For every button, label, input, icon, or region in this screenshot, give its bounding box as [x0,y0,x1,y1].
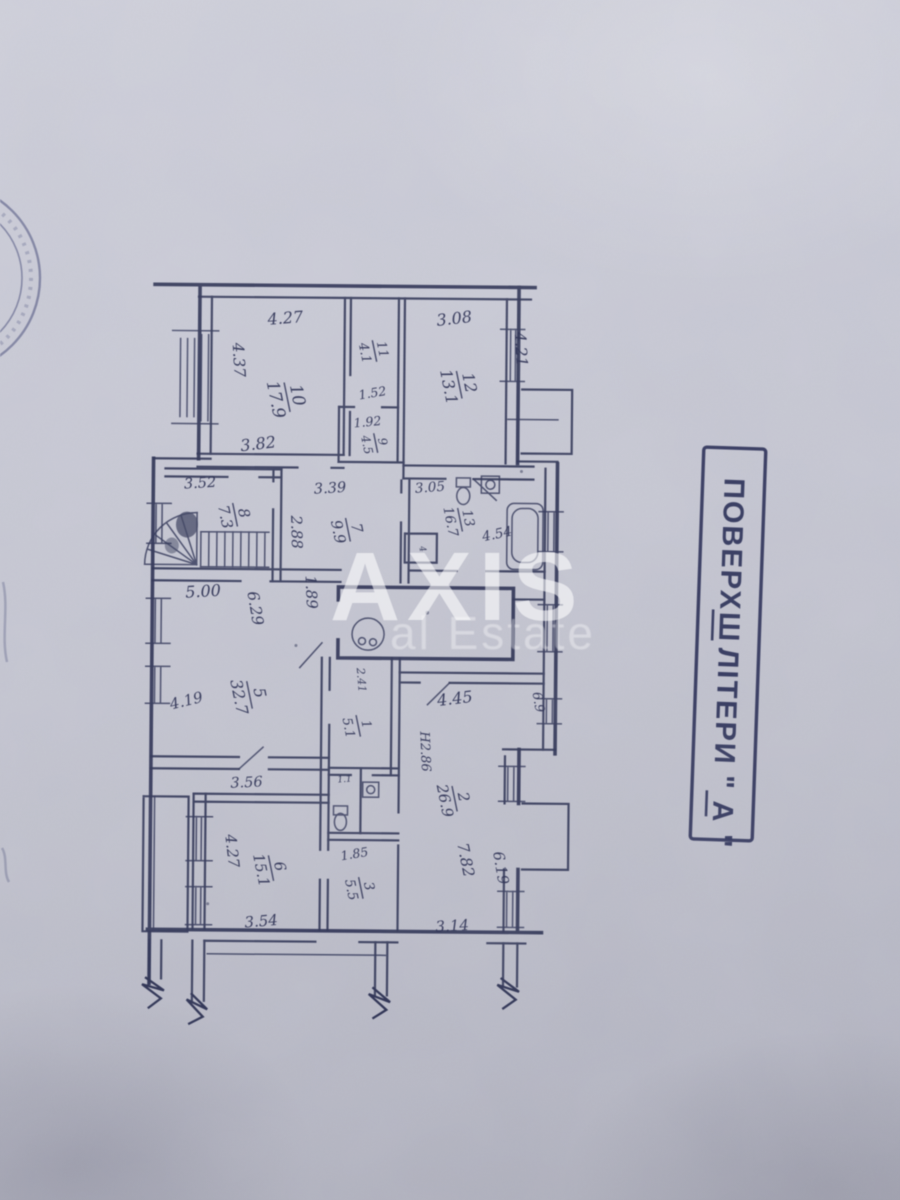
watermark-real-estate: al Estate [390,607,596,659]
watermark-axis: AXIS [330,532,585,641]
